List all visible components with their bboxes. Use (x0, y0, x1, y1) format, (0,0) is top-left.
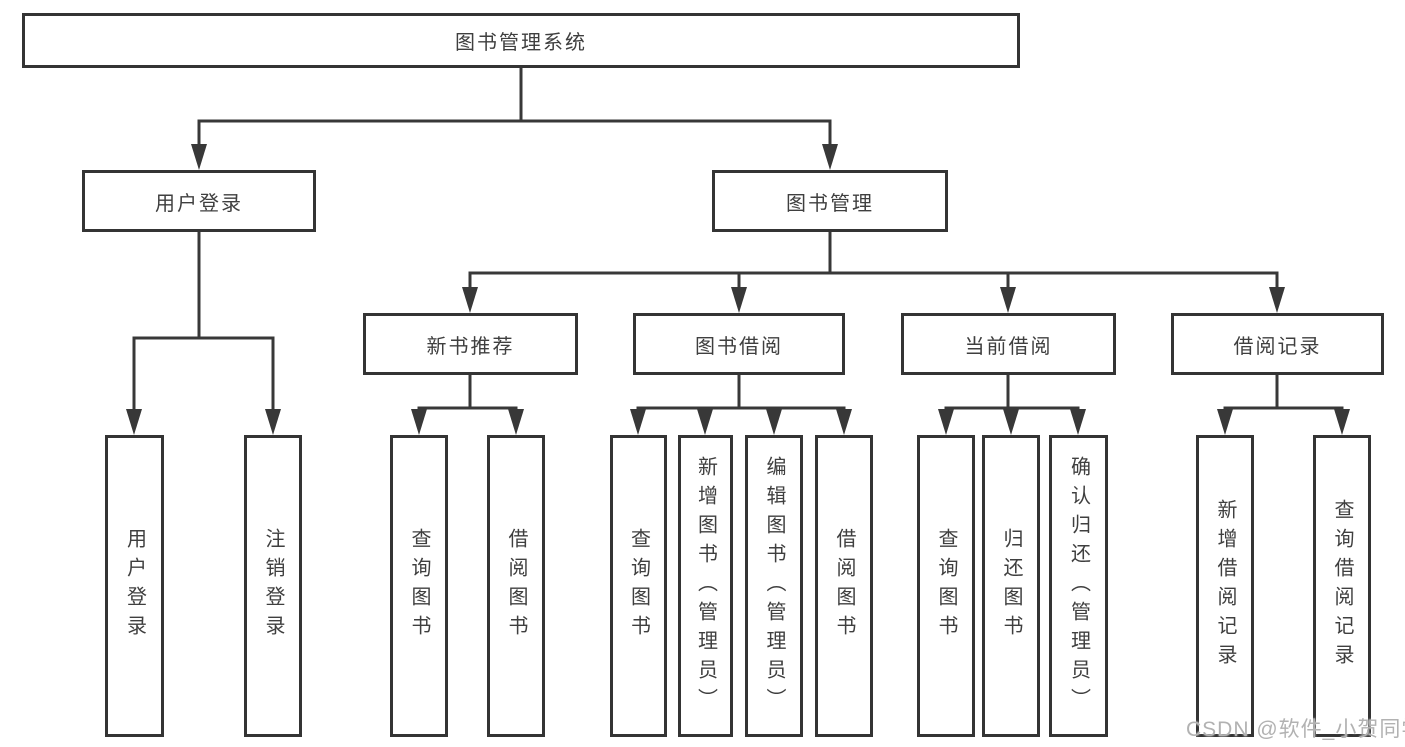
leaf-borrowing-add-books-admin: 新增图书（管理员） (678, 435, 733, 737)
leaf-records-add-record: 新增借阅记录 (1196, 435, 1254, 737)
leaf-current-confirm-return-admin: 确认归还（管理员） (1049, 435, 1108, 737)
leaf-records-query-record: 查询借阅记录 (1313, 435, 1371, 737)
node-borrowing-records: 借阅记录 (1171, 313, 1384, 375)
leaf-newbook-borrow-books: 借阅图书 (487, 435, 545, 737)
csdn-watermark: CSDN @软件_小贺同学 (1186, 718, 1405, 741)
leaf-borrowing-query-books: 查询图书 (610, 435, 667, 737)
node-user-login: 用户登录 (82, 170, 316, 232)
node-root-system: 图书管理系统 (22, 13, 1020, 68)
leaf-borrowing-borrow-books: 借阅图书 (815, 435, 873, 737)
leaf-borrowing-edit-books-admin: 编辑图书（管理员） (745, 435, 803, 737)
leaf-current-return-books: 归还图书 (982, 435, 1040, 737)
leaf-newbook-query-books: 查询图书 (390, 435, 448, 737)
node-new-book-recommend: 新书推荐 (363, 313, 578, 375)
node-current-borrowing: 当前借阅 (901, 313, 1116, 375)
node-book-management: 图书管理 (712, 170, 948, 232)
leaf-current-query-books: 查询图书 (917, 435, 975, 737)
leaf-user-login: 用户登录 (105, 435, 164, 737)
connector-arrowheads (126, 144, 1350, 435)
leaf-logout: 注销登录 (244, 435, 302, 737)
node-book-borrowing: 图书借阅 (633, 313, 845, 375)
